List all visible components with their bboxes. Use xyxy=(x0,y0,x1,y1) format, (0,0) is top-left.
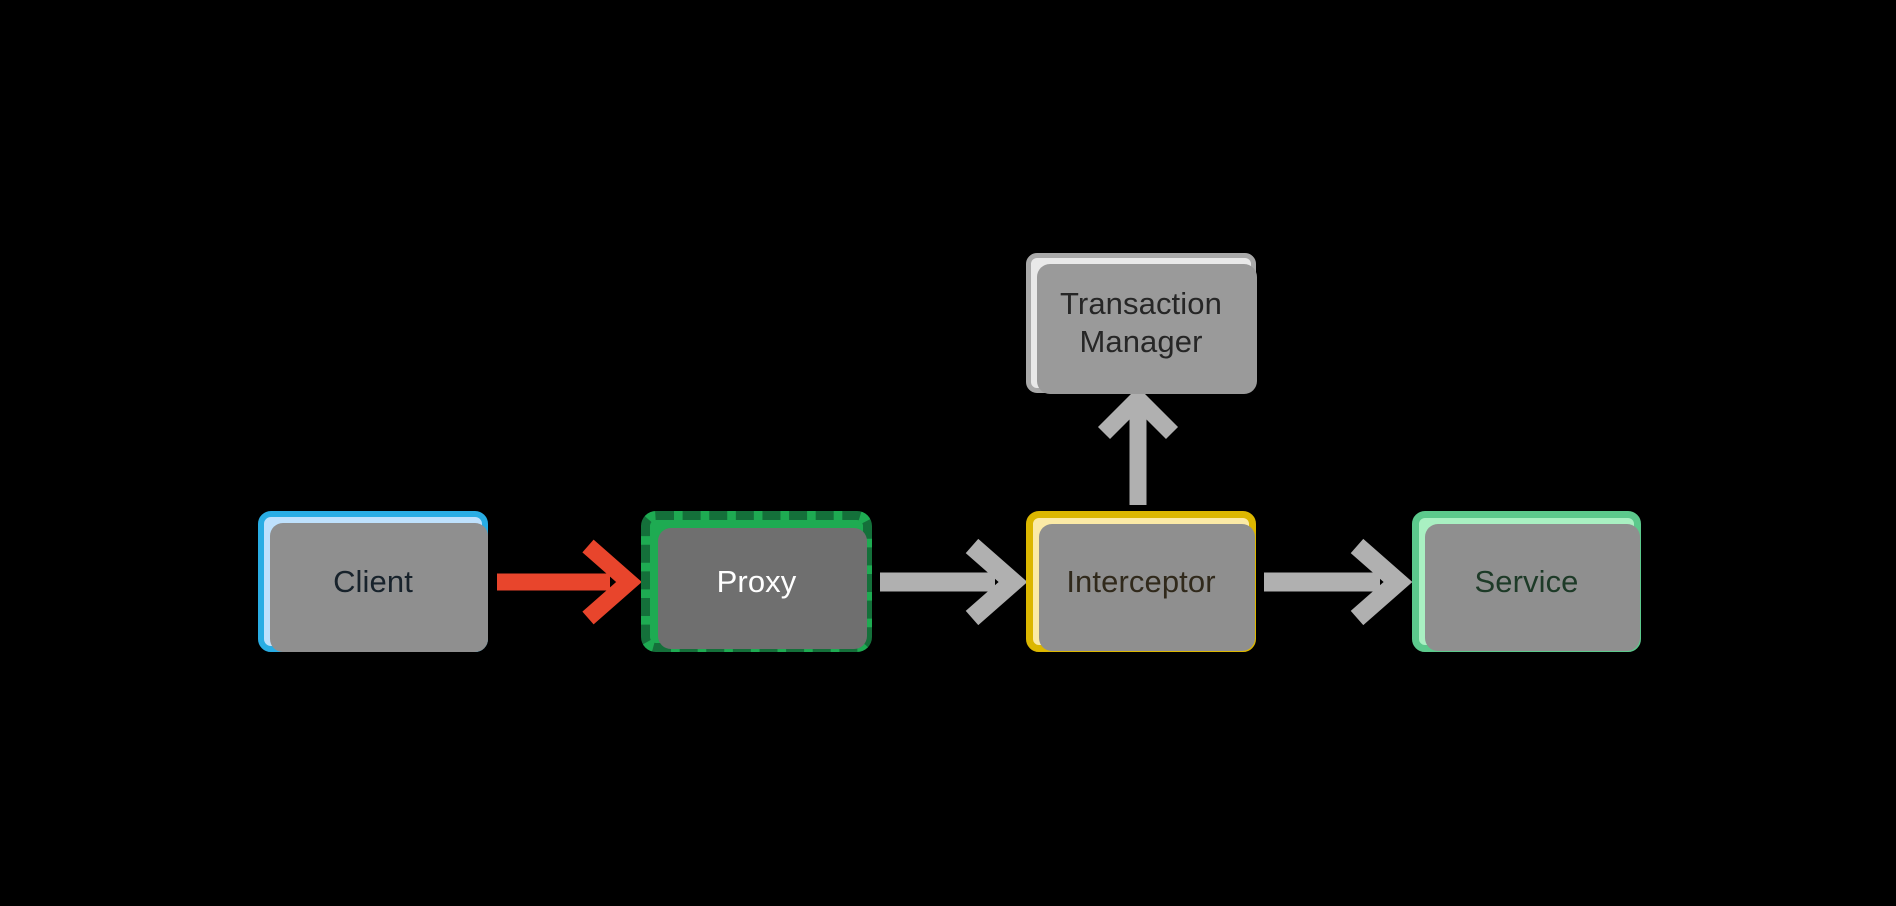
node-transaction-manager[interactable]: Transaction Manager xyxy=(1026,253,1257,394)
edge-client-to-proxy xyxy=(497,539,642,625)
edge-proxy-to-interceptor-arrowhead xyxy=(965,538,1028,626)
node-interceptor-label: Interceptor xyxy=(1066,563,1216,599)
edge-interceptor-to-service-arrowhead xyxy=(1350,538,1413,626)
edge-proxy-to-interceptor xyxy=(880,538,1028,626)
node-proxy-label: Proxy xyxy=(716,563,797,599)
edge-client-to-proxy-arrowhead xyxy=(582,539,642,625)
node-service-label: Service xyxy=(1474,563,1579,599)
node-client-label: Client xyxy=(333,563,413,599)
node-interceptor[interactable]: Interceptor xyxy=(1026,511,1256,652)
node-proxy[interactable]: Proxy xyxy=(641,511,872,652)
node-client[interactable]: Client xyxy=(258,511,488,652)
edge-interceptor-to-transaction-manager xyxy=(1097,386,1179,505)
edge-interceptor-to-transaction-manager-arrowhead xyxy=(1097,386,1179,440)
edge-interceptor-to-service xyxy=(1264,538,1413,626)
node-transaction-manager-label: Transaction Manager xyxy=(1060,286,1222,359)
node-service[interactable]: Service xyxy=(1412,511,1641,652)
